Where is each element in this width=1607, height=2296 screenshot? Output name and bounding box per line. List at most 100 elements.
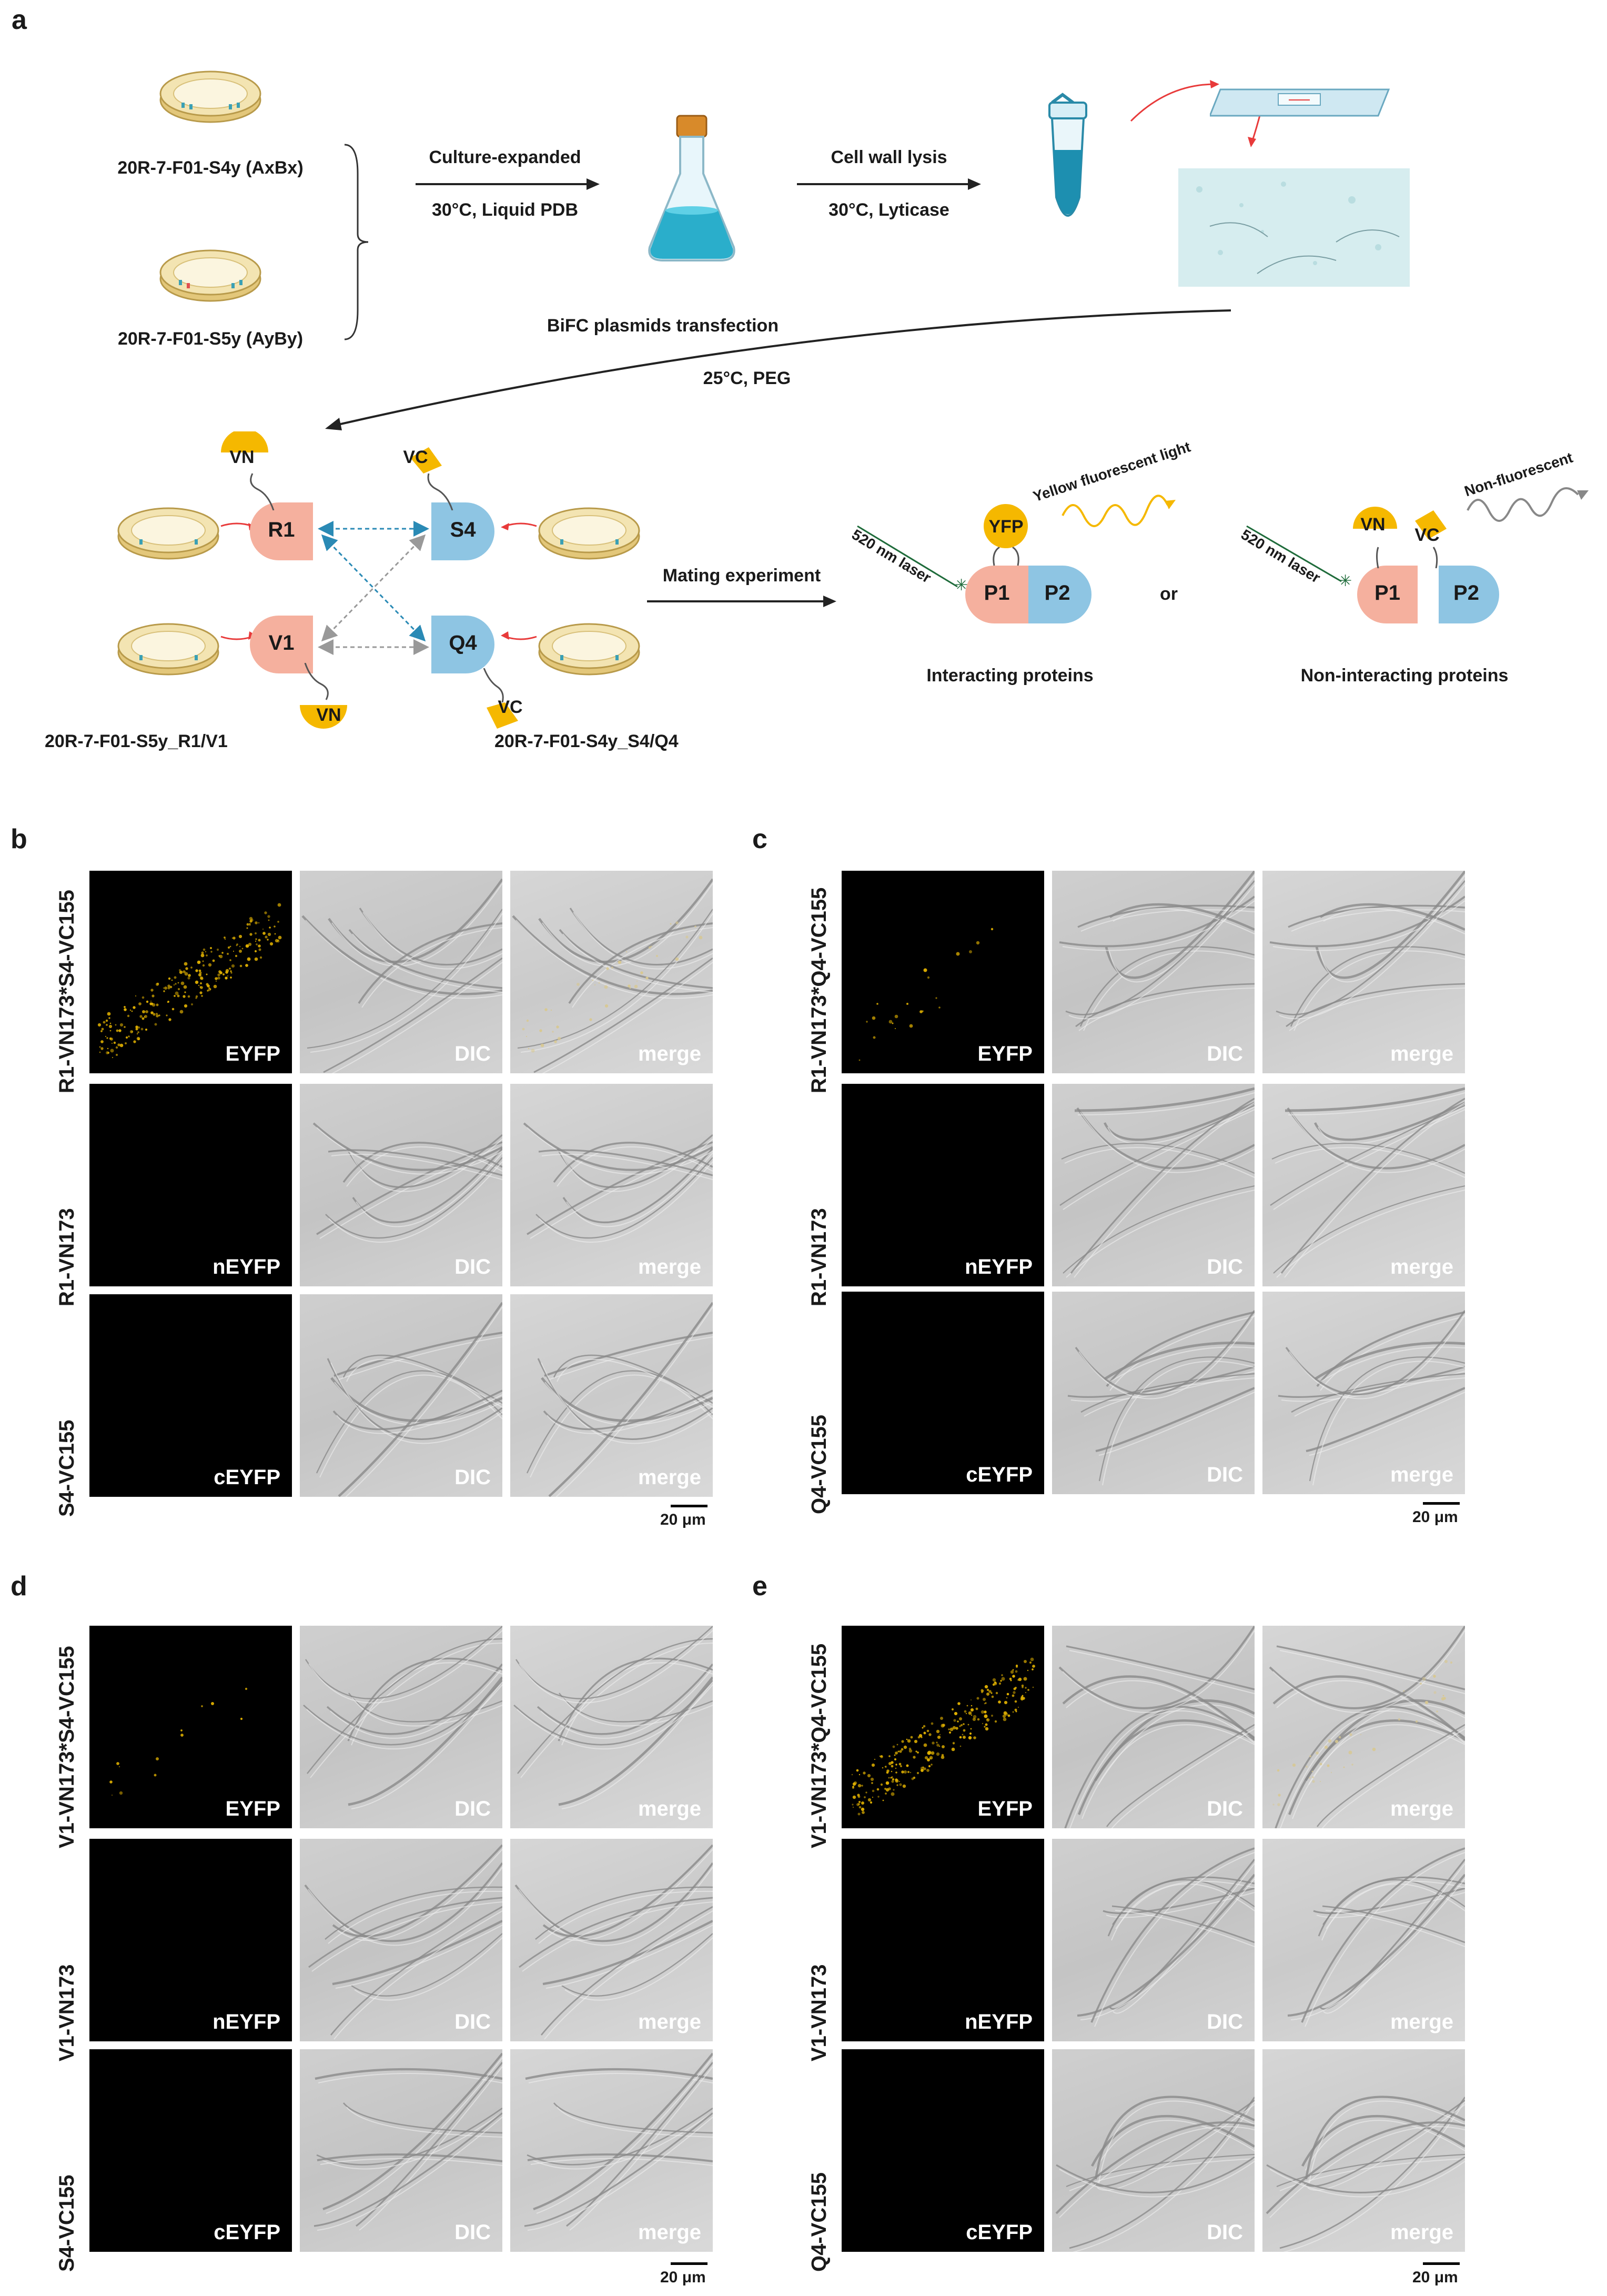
panel-b-merge-image-1: merge (510, 871, 713, 1073)
panel-c-scale-bar (1423, 1502, 1460, 1505)
panel-e-fluor-label-2: nEYFP (965, 2010, 1033, 2033)
protein-q4-label: Q4 (449, 631, 477, 654)
panel-c-merge-label-3: merge (1390, 1463, 1453, 1486)
arrow-culture (416, 178, 600, 190)
panel-label-d: d (11, 1571, 27, 1602)
p1-label-interacting: P1 (984, 581, 1010, 605)
panel-e-scale-bar (1423, 2262, 1460, 2265)
protein-v1 (250, 616, 313, 673)
panel-d-dic-image-3: DIC (300, 2049, 502, 2252)
panel-b-dic-label-1: DIC (454, 1042, 491, 1065)
panel-b-fluor-image-1: EYFP (89, 871, 292, 1073)
panel-e-fluor-image-1: EYFP (842, 1626, 1044, 1828)
panel-e-row-label-2: V1-VN173 (807, 1963, 831, 2061)
petri-dish-q4 (538, 623, 640, 676)
panel-d-dic-image-2: DIC (300, 1839, 502, 2041)
panel-d-merge-label-1: merge (638, 1797, 701, 1820)
arrow-mating (647, 596, 836, 607)
panel-e-fluor-image-3: cEYFP (842, 2049, 1044, 2252)
protein-p1-noninteracting (1357, 566, 1418, 623)
vc-tag-q4 (483, 668, 518, 729)
panel-d-fluor-image-3: cEYFP (89, 2049, 292, 2252)
panel-e-scale-text: 20 μm (1412, 2269, 1458, 2286)
protein-p2-interacting (1028, 566, 1091, 623)
protein-r1 (250, 502, 313, 560)
vc-tag-noninteracting (1415, 510, 1447, 568)
p1-label-noninteracting: P1 (1374, 581, 1400, 605)
protein-p2-noninteracting (1439, 566, 1499, 623)
mating-label: Mating experiment (662, 566, 821, 586)
strain-s5y-label: 20R-7-F01-S5y (AyBy) (117, 329, 304, 349)
panel-d-fluor-label-3: cEYFP (214, 2221, 280, 2244)
panel-c-row-label-2: R1-VN173 (807, 1207, 831, 1306)
panel-b-fluor-label-3: cEYFP (214, 1466, 280, 1489)
p2-label-noninteracting: P2 (1453, 581, 1479, 605)
panel-c-merge-image-3: merge (1262, 1292, 1465, 1494)
panel-d-fluor-image-1: EYFP (89, 1626, 292, 1828)
right-strain-label: 20R-7-F01-S4y_S4/Q4 (494, 731, 679, 751)
panel-b-dic-image-3: DIC (300, 1294, 502, 1497)
panel-e-fluor-image-2: nEYFP (842, 1839, 1044, 2041)
panel-d-merge-image-1: merge (510, 1626, 713, 1828)
panel-d-row-label-1: V1-VN173*S4-VC155 (55, 1645, 78, 1848)
panel-d-row-label-3: S4-VC155 (55, 2174, 78, 2272)
protein-s4-label: S4 (450, 518, 476, 541)
panel-c-dic-image-3: DIC (1052, 1292, 1255, 1494)
panel-e-row-label-1: V1-VN173*Q4-VC155 (807, 1643, 831, 1848)
panel-c-merge-image-1: merge (1262, 871, 1465, 1073)
arrow-lysis (797, 178, 981, 190)
panel-c-scale-text: 20 μm (1412, 1508, 1458, 1526)
panel-b-merge-label-1: merge (638, 1042, 701, 1065)
panel-c-dic-label-3: DIC (1207, 1463, 1243, 1486)
panel-c-dic-label-1: DIC (1207, 1042, 1243, 1065)
panel-e-merge-image-3: merge (1262, 2049, 1465, 2252)
protein-v1-label: V1 (268, 631, 295, 654)
strain-s4y-label: 20R-7-F01-S4y (AxBx) (117, 158, 304, 178)
step-lysis-bottom: 30°C, Lyticase (828, 200, 949, 220)
left-strain-label: 20R-7-F01-S5y_R1/V1 (45, 731, 228, 751)
protein-s4 (431, 502, 494, 560)
panel-b-merge-image-3: merge (510, 1294, 713, 1497)
vc-tag-q4-label: VC (498, 697, 523, 717)
panel-e-dic-image-3: DIC (1052, 2049, 1255, 2252)
panel-b-dic-label-3: DIC (454, 1466, 491, 1489)
yfp-complex (984, 504, 1028, 566)
panel-e-dic-image-2: DIC (1052, 1839, 1255, 2041)
protein-p1-interacting (965, 566, 1028, 623)
panel-c-row-label-3: Q4-VC155 (807, 1414, 831, 1514)
panel-d-dic-label-3: DIC (454, 2221, 491, 2244)
panel-c-fluor-image-3: cEYFP (842, 1292, 1044, 1494)
slide-icon (1210, 88, 1390, 117)
non-interacting-label: Non-interacting proteins (1300, 666, 1509, 686)
panel-d-scale-bar (671, 2262, 708, 2265)
panel-e-fluor-label-3: cEYFP (966, 2221, 1033, 2244)
vc-tag-s4-label: VC (403, 447, 428, 467)
vc-tag-s4 (410, 447, 453, 510)
microscope-view (1178, 168, 1410, 287)
panel-d-dic-label-2: DIC (454, 2010, 491, 2033)
flask-icon (648, 115, 735, 261)
tube-icon (1048, 93, 1087, 217)
petri-dish-s5y (159, 249, 261, 302)
step-transfection-top: BiFC plasmids transfection (547, 316, 779, 336)
vn-tag-noninteracting (1353, 507, 1397, 568)
grouping-bracket (344, 144, 369, 340)
or-label: or (1160, 584, 1178, 604)
panel-c-fluor-label-2: nEYFP (965, 1255, 1033, 1278)
panel-b-row-label-3: S4-VC155 (55, 1419, 78, 1517)
panel-b-scale-bar (671, 1505, 708, 1507)
protein-q4 (431, 616, 494, 673)
laser-beam-2: ✳ (1246, 525, 1352, 590)
yellow-light-wave (1062, 495, 1176, 527)
panel-d-fluor-label-1: EYFP (225, 1797, 280, 1820)
panel-d-fluor-label-2: nEYFP (213, 2010, 280, 2033)
panel-b-scale-text: 20 μm (660, 1511, 706, 1528)
panel-b-merge-image-2: merge (510, 1084, 713, 1286)
panel-c-fluor-image-1: EYFP (842, 871, 1044, 1073)
petri-dish-v1 (117, 623, 219, 676)
vc-noninteracting-label: VC (1414, 525, 1440, 545)
panel-b-row-label-1: R1-VN173*S4-VC155 (55, 889, 78, 1093)
vn-noninteracting-label: VN (1360, 515, 1386, 535)
panel-c-fluor-label-1: EYFP (977, 1042, 1033, 1065)
panel-c-row-label-1: R1-VN173*Q4-VC155 (807, 887, 831, 1093)
